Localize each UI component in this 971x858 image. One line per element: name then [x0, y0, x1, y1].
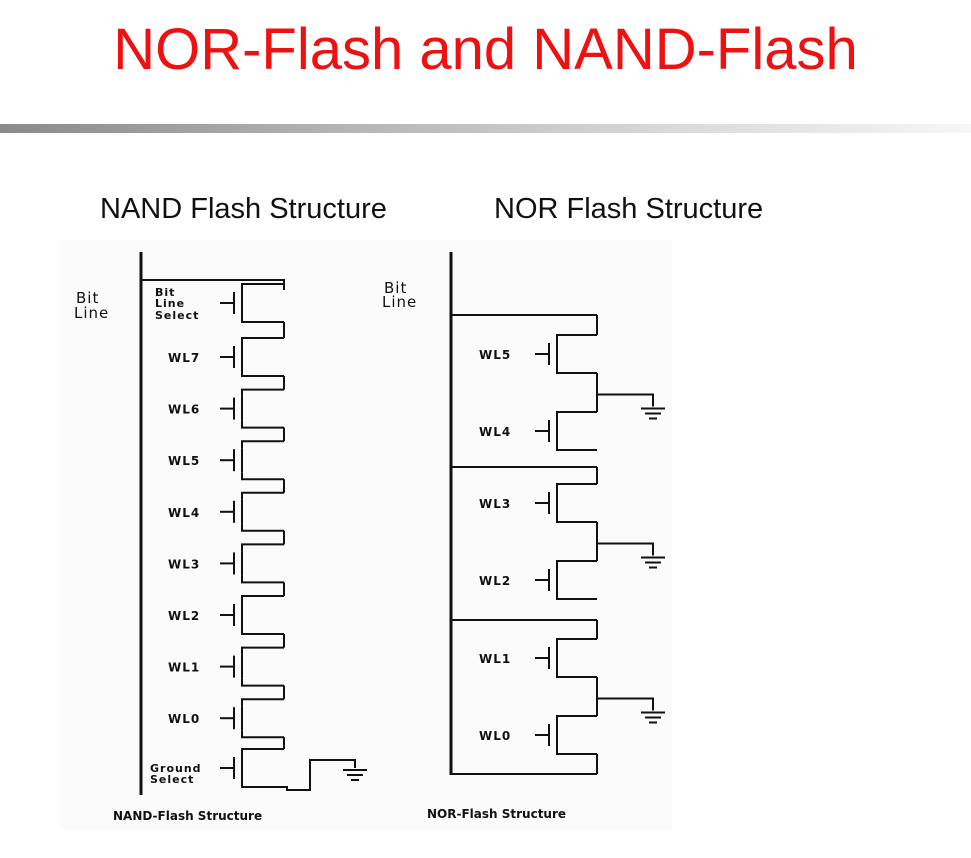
wordline-label-wl2: WL2 — [479, 574, 511, 588]
wordline-label-wl7: WL7 — [168, 351, 200, 365]
nor-cell-transistor-drain — [556, 638, 597, 646]
nand-cell-transistor-drain — [241, 440, 284, 449]
nand-bitline-label-line2: Line — [74, 304, 109, 322]
nand-heading: NAND Flash Structure — [100, 193, 387, 225]
wordline-label-wl3: WL3 — [479, 497, 511, 511]
nor-source-line — [597, 542, 654, 556]
nor-cell-transistor-drain — [556, 483, 597, 491]
wordline-label-wl0: WL0 — [168, 712, 200, 726]
wordline-label-wl4: WL4 — [168, 506, 200, 520]
nor-cell-transistor-drain — [556, 560, 597, 568]
bls-transistor-drain — [241, 283, 284, 291]
bls-label-line2: Line — [155, 297, 185, 310]
wordline-label-wl1: WL1 — [168, 661, 200, 675]
bls-label-line1: Bit — [155, 286, 175, 299]
nor-bitline-label-line2: Line — [382, 293, 417, 311]
nor-source-line — [597, 697, 654, 711]
nand-source-line — [242, 759, 356, 791]
nor-cell-transistor-drain — [556, 411, 597, 419]
nand-cell-transistor-source — [241, 523, 284, 532]
nand-caption: NAND-Flash Structure — [113, 809, 262, 823]
diagram-background — [60, 240, 672, 830]
nand-cell-transistor-source — [241, 678, 284, 687]
nor-cell-transistor-source — [556, 592, 597, 600]
slide-title: NOR-Flash and NAND-Flash — [113, 17, 858, 82]
ground-select-label-line2: Select — [150, 773, 194, 786]
wordline-label-wl0: WL0 — [479, 729, 511, 743]
nor-bitline-label-line1: Bit — [384, 279, 407, 297]
title-divider — [0, 124, 971, 133]
nand-cell-transistor-source — [241, 730, 284, 739]
wordline-label-wl2: WL2 — [168, 609, 200, 623]
nand-cell-transistor-drain — [241, 388, 284, 397]
nand-cell-transistor-source — [241, 420, 284, 429]
bls-label-line3: Select — [155, 309, 199, 322]
nand-cell-transistor-source — [241, 369, 284, 377]
nor-heading: NOR Flash Structure — [494, 193, 764, 225]
wordline-label-wl5: WL5 — [168, 454, 200, 468]
nand-cell-transistor-drain — [241, 698, 284, 707]
wordline-label-wl1: WL1 — [479, 652, 511, 666]
nand-cell-transistor-source — [241, 472, 284, 481]
nor-cell-transistor-source — [556, 443, 597, 451]
nor-cell-transistor-source — [556, 747, 597, 755]
wordline-label-wl6: WL6 — [168, 403, 200, 417]
bls-transistor-source — [241, 315, 284, 323]
nand-cell-transistor-drain — [241, 491, 284, 500]
wordline-label-wl5: WL5 — [479, 348, 511, 362]
nand-cell-transistor-drain — [241, 595, 284, 603]
nand-cell-transistor-source — [241, 627, 284, 635]
wordline-label-wl4: WL4 — [479, 425, 511, 439]
nand-cell-transistor-drain — [241, 646, 284, 655]
nor-cell-transistor-source — [556, 515, 597, 523]
ground-select-label-line1: Ground — [150, 762, 202, 775]
nor-cell-transistor-source — [556, 670, 597, 678]
nor-cell-transistor-drain — [556, 334, 597, 342]
nand-cell-transistor-drain — [241, 337, 284, 345]
nor-caption: NOR-Flash Structure — [427, 807, 566, 821]
nor-cell-transistor-source — [556, 366, 597, 374]
nand-cell-transistor-source — [241, 575, 284, 584]
ground-select-transistor-drain — [241, 748, 284, 756]
nor-source-line — [597, 393, 654, 407]
nor-cell-transistor-drain — [556, 715, 597, 723]
wordline-label-wl3: WL3 — [168, 557, 200, 571]
nand-cell-transistor-drain — [241, 543, 284, 552]
nand-bitline-label-line1: Bit — [76, 289, 99, 307]
